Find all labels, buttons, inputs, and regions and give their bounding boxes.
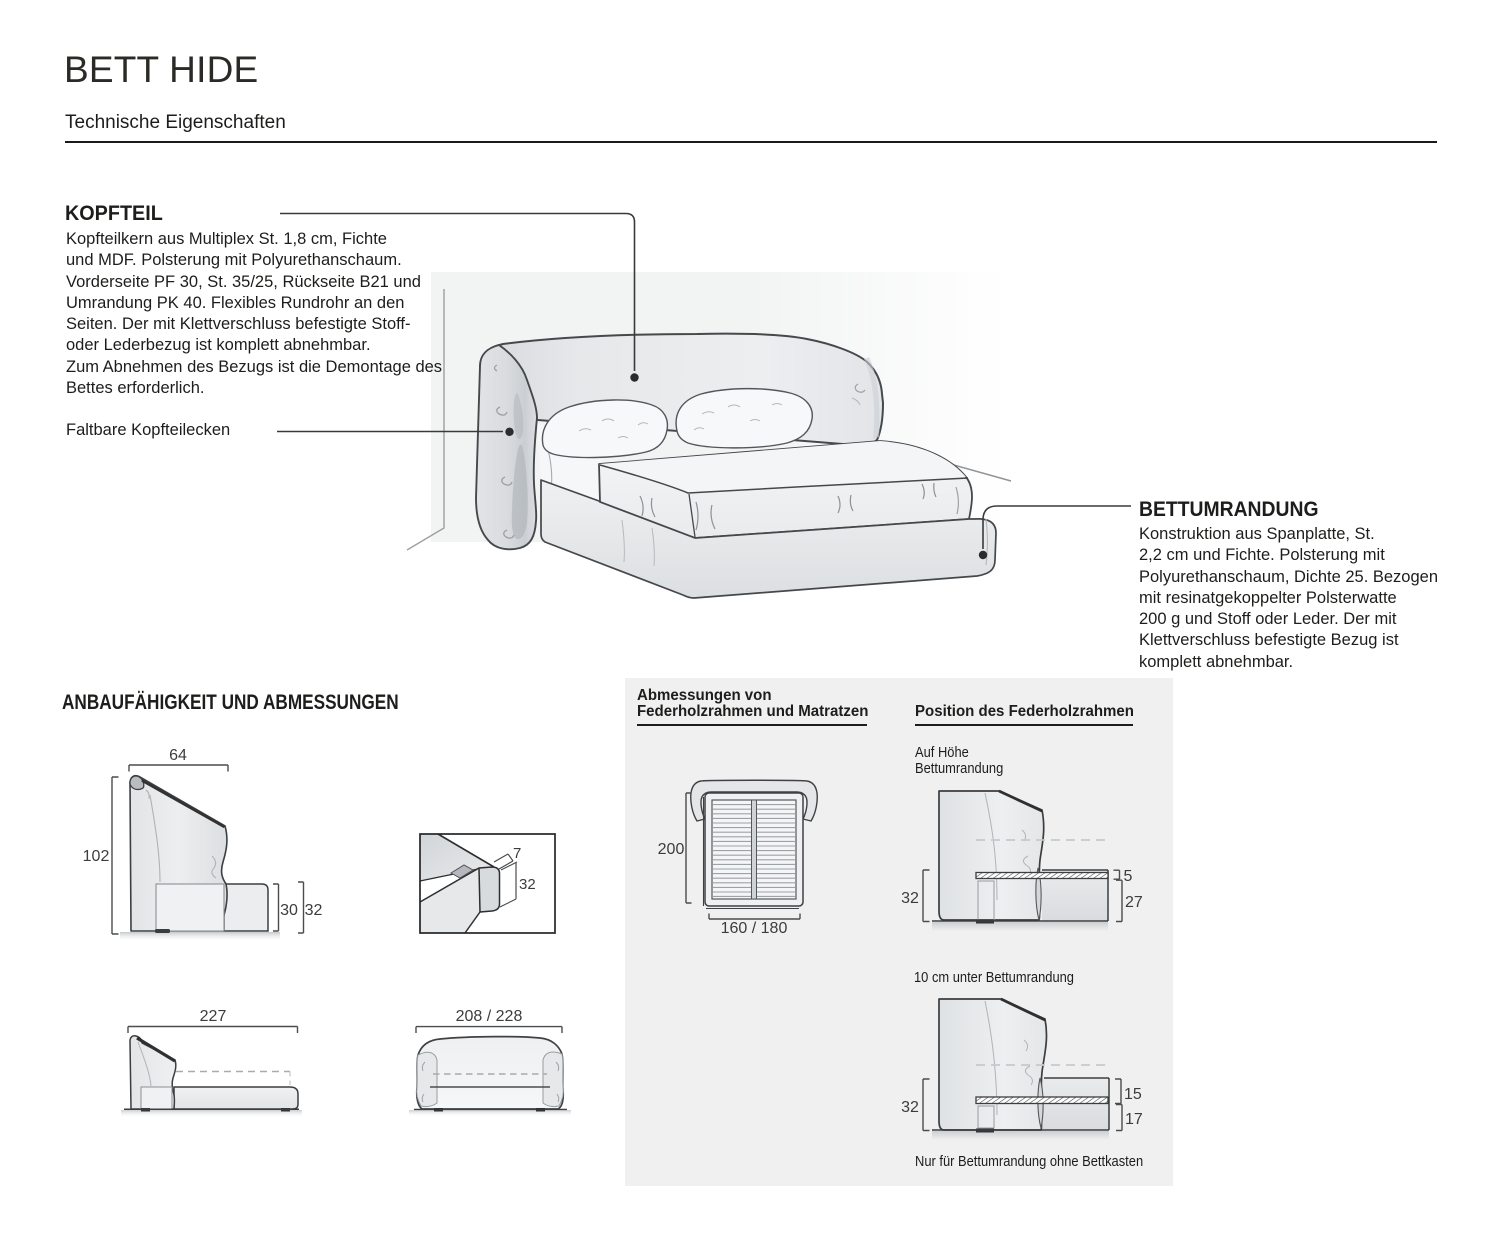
svg-text:32: 32: [901, 890, 919, 907]
svg-text:160 / 180: 160 / 180: [721, 920, 788, 937]
svg-text:15: 15: [1124, 1086, 1142, 1103]
svg-text:27: 27: [1125, 894, 1143, 911]
svg-text:227: 227: [200, 1008, 227, 1025]
svg-text:200: 200: [658, 841, 685, 858]
svg-text:32: 32: [305, 902, 323, 919]
svg-text:102: 102: [83, 848, 110, 865]
svg-text:64: 64: [169, 747, 187, 764]
svg-text:30: 30: [280, 902, 298, 919]
svg-text:32: 32: [901, 1099, 919, 1116]
svg-text:208 / 228: 208 / 228: [456, 1008, 523, 1025]
svg-text:32: 32: [519, 876, 536, 893]
svg-text:17: 17: [1125, 1111, 1143, 1128]
svg-text:7: 7: [513, 845, 521, 862]
svg-text:5: 5: [1124, 868, 1133, 885]
